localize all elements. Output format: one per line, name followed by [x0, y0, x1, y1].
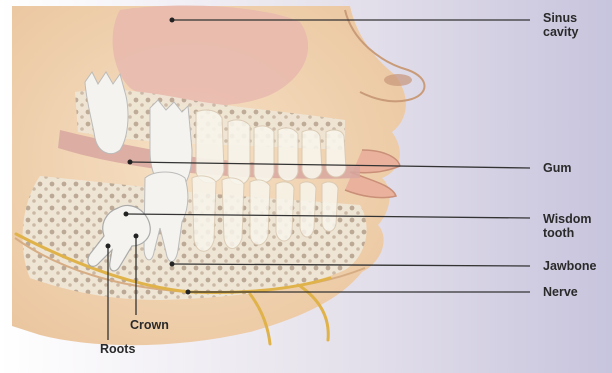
- label-crown: Crown: [130, 318, 169, 332]
- label-wisdom-tooth: Wisdom tooth: [543, 212, 592, 240]
- label-nerve: Nerve: [543, 285, 578, 299]
- label-sinus-cavity: Sinus cavity: [543, 11, 578, 39]
- nostril: [384, 74, 412, 86]
- label-gum: Gum: [543, 161, 571, 175]
- label-jawbone: Jawbone: [543, 259, 597, 273]
- label-roots: Roots: [100, 342, 135, 356]
